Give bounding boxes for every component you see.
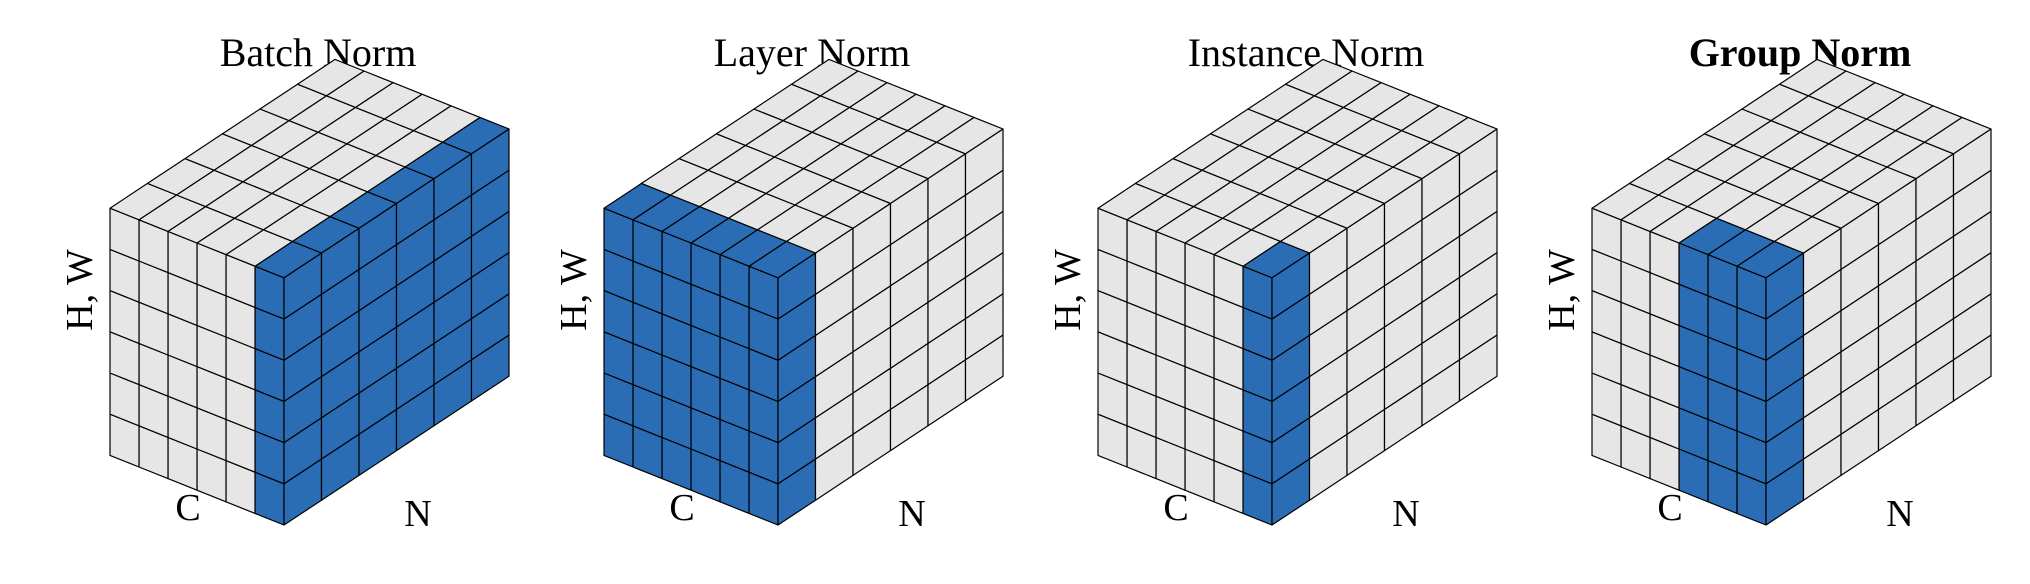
panel-instance-norm: Instance Norm H, W C N (1047, 30, 1498, 535)
cube-diagram (603, 58, 1004, 526)
n-axis-label: N (404, 493, 431, 535)
panel-title: Layer Norm (714, 30, 911, 75)
c-axis-label: C (669, 487, 694, 529)
cube-diagram (1591, 58, 1992, 526)
panel-layer-norm: Layer Norm H, W C N (553, 30, 1004, 535)
cube-diagram (109, 58, 510, 526)
panel-batch-norm: Batch Norm H, W C N (59, 30, 510, 535)
panel-title: Group Norm (1689, 30, 1912, 75)
c-axis-label: C (175, 487, 200, 529)
n-axis-label: N (1886, 493, 1913, 535)
cube-cell-top (1778, 58, 1847, 97)
cube-cell-top (1284, 58, 1353, 97)
hw-axis-label: H, W (553, 249, 595, 331)
c-axis-label: C (1163, 487, 1188, 529)
panel-title: Batch Norm (220, 30, 417, 75)
n-axis-label: N (898, 493, 925, 535)
cube-cell-top (296, 58, 365, 97)
n-axis-label: N (1392, 493, 1419, 535)
panel-group-norm: Group Norm H, W C N (1541, 30, 1992, 535)
panel-title: Instance Norm (1188, 30, 1425, 75)
hw-axis-label: H, W (59, 249, 101, 331)
hw-axis-label: H, W (1047, 249, 1089, 331)
c-axis-label: C (1657, 487, 1682, 529)
cube-diagram (1097, 58, 1498, 526)
hw-axis-label: H, W (1541, 249, 1583, 331)
cube-cell-top (790, 58, 859, 97)
